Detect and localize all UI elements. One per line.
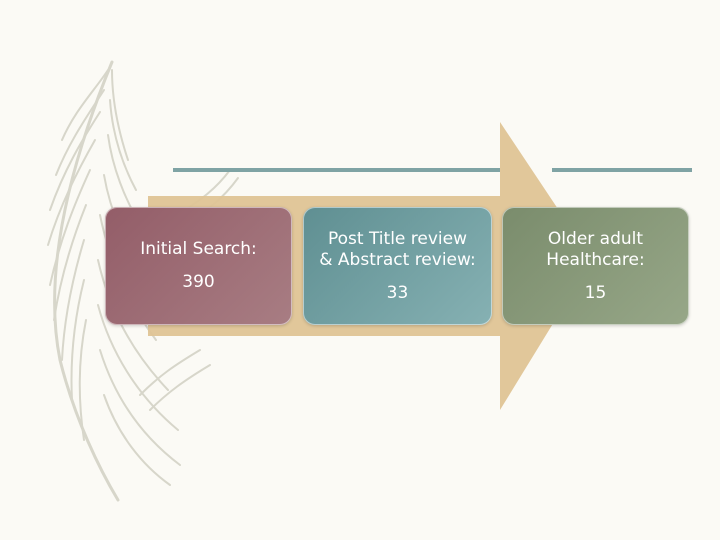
header-rule-left (173, 168, 500, 172)
step-older-adult-healthcare: Older adult Healthcare: 15 (502, 207, 689, 325)
step-label: Older adult Healthcare: (546, 229, 644, 271)
step-count: 15 (585, 283, 607, 304)
step-title-abstract-review: Post Title review & Abstract review: 33 (303, 207, 492, 325)
step-count: 390 (182, 272, 214, 293)
step-label: Initial Search: (140, 239, 257, 260)
step-count: 33 (387, 283, 409, 304)
step-label: Post Title review & Abstract review: (319, 229, 475, 271)
header-rule-right (552, 168, 692, 172)
step-initial-search: Initial Search: 390 (105, 207, 292, 325)
